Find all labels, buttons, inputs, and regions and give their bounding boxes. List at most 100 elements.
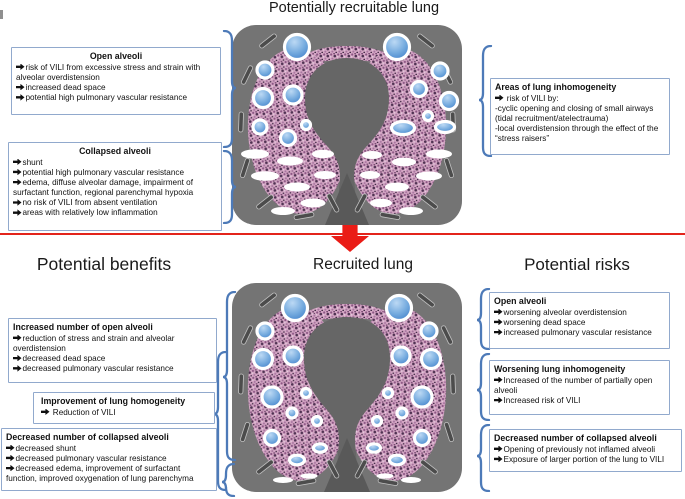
brace-path: [222, 30, 237, 148]
ribs: [238, 292, 456, 486]
alveolus: [241, 149, 269, 159]
arrow-bullet-icon: [494, 396, 503, 404]
box-item-text: decreased edema, improvement of surfacta…: [6, 463, 194, 484]
box-title: Decreased number of collapsed alveoli: [494, 433, 657, 443]
alveolus: [277, 156, 303, 166]
alveolus: [273, 477, 293, 483]
alveolus: [433, 119, 457, 135]
recruited-lung-svg: [232, 283, 462, 492]
arrow-bullet-icon: [16, 63, 25, 71]
rib: [256, 459, 274, 475]
box-item-line: edema, diffuse alveolar damage, impairme…: [13, 178, 217, 198]
arrow-bullet-icon: [494, 328, 503, 336]
brace-path: [477, 353, 491, 421]
brace-path: [214, 351, 228, 491]
alveolus: [282, 84, 304, 106]
brace-path: [223, 291, 237, 461]
box-item-text: edema, diffuse alveolar damage, impairme…: [13, 177, 194, 198]
brace-collapsed-alveoli-region: [222, 150, 237, 224]
box-item-text: risk of VILI from excessive stress and s…: [16, 62, 201, 82]
box-title: Open alveoli: [89, 51, 143, 61]
mediastinum: [304, 317, 390, 492]
alveolus: [299, 386, 313, 400]
open-alveoli-group: [251, 293, 443, 467]
box-item-text: increased dead space: [25, 82, 106, 92]
alveolus: [251, 347, 275, 371]
brace-decreased-collapsed-risks: [477, 424, 491, 492]
arrow-bullet-icon: [494, 445, 503, 453]
box-title: Worsening lung inhomogeneity: [494, 364, 626, 374]
rib: [379, 212, 401, 220]
alveolus: [387, 453, 407, 467]
box-item-text: decreased pulmonary vascular resistance: [15, 453, 167, 463]
arrow-bullet-icon: [13, 168, 22, 176]
arrow-bullet-icon: [6, 454, 15, 462]
alveolus: [370, 414, 384, 428]
arrow-bullet-icon: [494, 318, 503, 326]
box-item-text: Exposure of larger portion of the lung t…: [503, 454, 665, 464]
box-item-line: decreased edema, improvement of surfacta…: [6, 464, 212, 484]
arrow-bullet-icon: [13, 209, 22, 216]
alveolus: [401, 477, 421, 483]
rib: [238, 111, 244, 133]
alveolus: [310, 414, 324, 428]
box-item-line: decreased shunt: [6, 444, 212, 454]
alveolus: [430, 61, 450, 81]
arrow-bullet-icon: [495, 94, 504, 102]
alveolus: [370, 198, 392, 208]
alveolus: [314, 171, 336, 179]
box-item-line: Reduction of VILI: [41, 408, 210, 418]
alveolus: [287, 453, 307, 467]
arrow-bullet-icon: [13, 354, 22, 362]
box-item-text: worsening dead space: [503, 317, 586, 327]
brace-path: [477, 288, 491, 350]
box-title: Increased number of open alveoli: [13, 322, 153, 332]
box-title: Areas of lung inhomogeneity: [495, 82, 617, 92]
alveolus: [251, 86, 275, 110]
box-item-line: risk of VILI by:: [495, 94, 665, 104]
arrow-bullet-icon: [494, 308, 503, 316]
rib: [440, 325, 454, 345]
rib: [377, 478, 399, 486]
alveolus: [426, 149, 452, 159]
alveolus: [389, 119, 417, 137]
box-item-line: increased pulmonary vascular resistance: [494, 328, 665, 338]
box-item-line: risk of VILI from excessive stress and s…: [16, 63, 216, 83]
alveolus: [395, 406, 409, 420]
arrow-bullet-icon: [13, 178, 22, 186]
box-item-line: Increased risk of VILI: [494, 396, 665, 406]
box-item-text: Opening of previously not inflamed alveo…: [503, 444, 656, 454]
brace-inhomogeneity-region: [479, 45, 493, 157]
alveolus: [251, 118, 269, 136]
alveolus: [262, 428, 282, 448]
alveolus: [278, 128, 298, 148]
rib: [259, 33, 277, 49]
recruitable-lung-illustration: [232, 25, 462, 225]
collapsed-alveoli-group: [241, 149, 452, 215]
alveolus: [385, 182, 409, 192]
alveolus: [421, 109, 435, 123]
rib: [354, 459, 368, 479]
box-item-line: -cyclic opening and closing of small air…: [495, 104, 665, 124]
box-item-text: reduction of stress and strain and alveo…: [13, 333, 175, 353]
arrow-bullet-icon: [494, 376, 503, 384]
box-lung-homogeneity: Improvement of lung homogeneity Reductio…: [33, 392, 215, 424]
diaphragm-wedge: [324, 438, 370, 492]
rib: [295, 478, 317, 486]
box-item-text: Increased risk of VILI: [503, 395, 581, 405]
box-item-line: potential high pulmonary vascular resist…: [16, 93, 216, 103]
brace-path: [222, 150, 237, 224]
recruitable-lung-svg: [232, 25, 462, 225]
arrow-bullet-icon: [13, 199, 22, 206]
arrow-bullet-icon: [41, 408, 50, 416]
box-item-line: -local overdistension through the effect…: [495, 124, 665, 144]
alveolus: [416, 171, 442, 181]
box-item-line: reduction of stress and strain and alveo…: [13, 334, 212, 354]
box-title: Collapsed alveoli: [79, 146, 151, 156]
